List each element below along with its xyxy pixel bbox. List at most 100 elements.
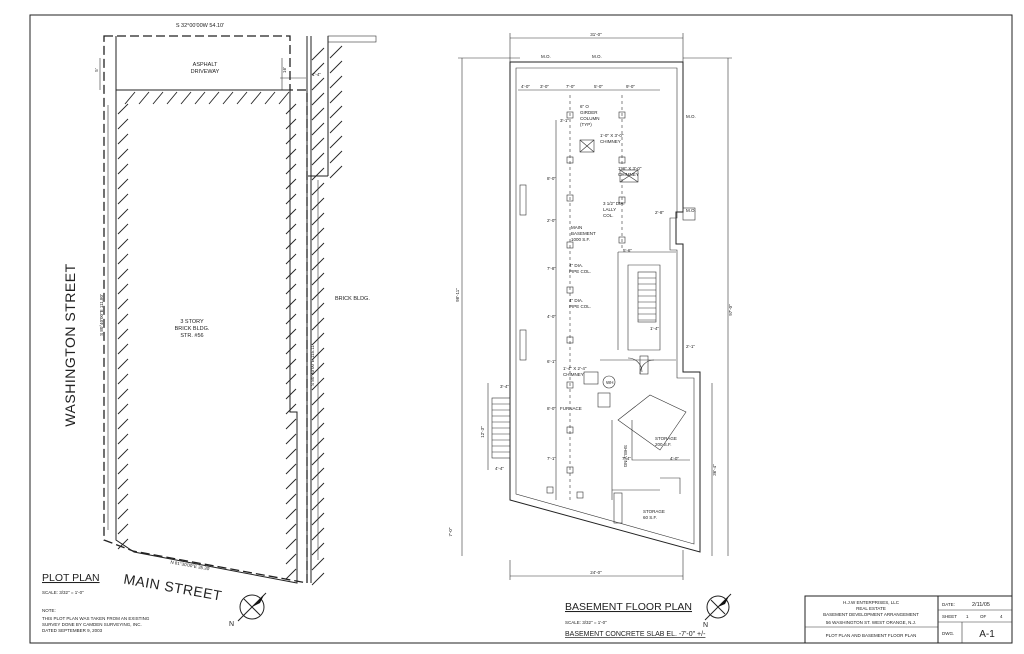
title-block: H.J.W ENTERPRISES, LLC REAL ESTATE BASEM… [804, 595, 1013, 644]
storage-2-label: STORAGE [643, 509, 665, 514]
column-marker [618, 111, 626, 119]
hatch-mark [236, 91, 248, 105]
hatch-mark [311, 137, 325, 151]
column-marker [618, 156, 626, 164]
main-street-label: MAIN STREET [122, 571, 223, 604]
hatch-mark [329, 120, 343, 134]
overall-width-top: 31'-0" [590, 32, 602, 37]
description: BASEMENT DEVELOPMENT ARRANGEMENT [823, 612, 919, 617]
hatch-mark [285, 313, 297, 325]
dim-left-top: 5' [94, 68, 99, 72]
hatch-mark [117, 463, 129, 475]
lally-label: 3 1/2" DIA. [603, 201, 625, 206]
note-line-3: DATED SEPTEMBER 9, 2003 [42, 628, 103, 633]
bottom-bearing: N 81°30'00"E 35.30' [170, 560, 211, 572]
height-left: 98'-11" [455, 288, 460, 302]
dim-small: 7'-0" [566, 84, 575, 89]
stair-left-treads [492, 403, 510, 453]
dim-small: 7'-4" [622, 456, 631, 461]
column-marker [566, 336, 574, 344]
hatch-mark [285, 283, 297, 295]
hatch-mark [117, 208, 129, 220]
column-marker [576, 491, 584, 499]
hatch-mark [117, 118, 129, 130]
hatch-mark [329, 135, 343, 149]
shelving-label: SHELVING [623, 445, 628, 468]
date-value: 2/11/05 [972, 602, 990, 608]
dim-mo-2: M.O. [592, 54, 602, 59]
hatch-mark [311, 557, 325, 571]
hatch-mark [117, 343, 129, 355]
column-marker [546, 486, 554, 494]
hatch-mark [264, 91, 276, 105]
dim-small: 2'-0" [547, 218, 556, 223]
north-label: N [229, 621, 234, 628]
sheet-title: PLOT PLAN AND BASEMENT FLOOR PLAN [826, 633, 917, 638]
north-arrow-icon [704, 593, 732, 621]
hatch-mark [311, 152, 325, 166]
hatch-mark [117, 508, 129, 520]
hatching [117, 45, 343, 586]
pipe-col-label: PIPE COL. [569, 269, 591, 274]
lally-label: LALLY [603, 207, 616, 212]
hatch-mark [285, 373, 297, 385]
building-outline [115, 89, 298, 584]
driveway-label-1: ASPHALT [193, 62, 218, 68]
hatch-mark [152, 91, 164, 105]
hatch-mark [250, 91, 262, 105]
note-line-2: SURVEY DONE BY CAMDEN SURVEYING, INC. [42, 622, 142, 627]
hatch-mark [117, 238, 129, 250]
hatch-mark [117, 538, 129, 550]
door-swing [639, 359, 655, 375]
hatch-mark [117, 268, 129, 280]
of-label: OF [980, 614, 987, 619]
hatch-mark [311, 122, 325, 136]
storage-2-label: 60 S.F. [643, 515, 657, 520]
height-right: 97'-0" [728, 304, 733, 316]
outer-wall [509, 61, 701, 553]
sheet-label: SHEET [942, 614, 957, 619]
dim-mo-1: M.O. [541, 54, 551, 59]
hatch-mark [329, 90, 343, 104]
hatch-mark [285, 568, 297, 580]
column-marker [566, 426, 574, 434]
dim-bottom-left: 7'-0" [448, 527, 453, 536]
dim-step: 1'-4" [312, 72, 321, 77]
hatch-mark [285, 508, 297, 520]
dim-small: 4'-0" [670, 456, 679, 461]
pipe-col-label: 4" DIA. [569, 298, 583, 303]
building-label-2: BRICK BLDG. [175, 326, 210, 332]
dim-small: 3'-4" [500, 384, 509, 389]
sheet-number: 1 [966, 614, 969, 619]
hatch-mark [285, 163, 297, 175]
hatch-mark [285, 418, 297, 430]
hatch-mark [117, 478, 129, 490]
hatch-mark [117, 358, 129, 370]
plot-plan: S 32°00'00W 54.10' ASPHALT DRIVEWAY 5' 1… [42, 23, 377, 633]
hatch-mark [117, 298, 129, 310]
hatch-mark [117, 283, 129, 295]
shelving-2 [613, 492, 623, 524]
building-label-1: 3 STORY [180, 319, 204, 325]
interior-stair-enclosure [627, 264, 661, 351]
hatch-mark [222, 91, 234, 105]
dim-small: 3'-0" [540, 84, 549, 89]
building-label-3: STR. #56 [180, 333, 203, 339]
hatch-mark [117, 223, 129, 235]
hatch-mark [285, 193, 297, 205]
hatch-mark [117, 403, 129, 415]
chimney-2 [619, 169, 639, 183]
girder-label: (TYP) [580, 122, 592, 127]
main-basement-label: MAIN [571, 225, 582, 230]
hatch-mark [311, 572, 325, 586]
plot-plan-scale: SCALE: 3/32" = 1'-0" [42, 590, 84, 595]
floor-plan-scale: SCALE: 3/32" = 1'-0" [565, 620, 607, 625]
hatch-mark [285, 538, 297, 550]
slab-elevation: BASEMENT CONCRETE SLAB EL. -7'-0" +/- [565, 631, 706, 638]
date-label: DATE: [942, 602, 955, 607]
hatch-mark [285, 253, 297, 265]
column-marker [618, 196, 626, 204]
north-arrow-icon [237, 592, 267, 622]
hatch-mark [117, 373, 129, 385]
hatch-mark [285, 178, 297, 190]
